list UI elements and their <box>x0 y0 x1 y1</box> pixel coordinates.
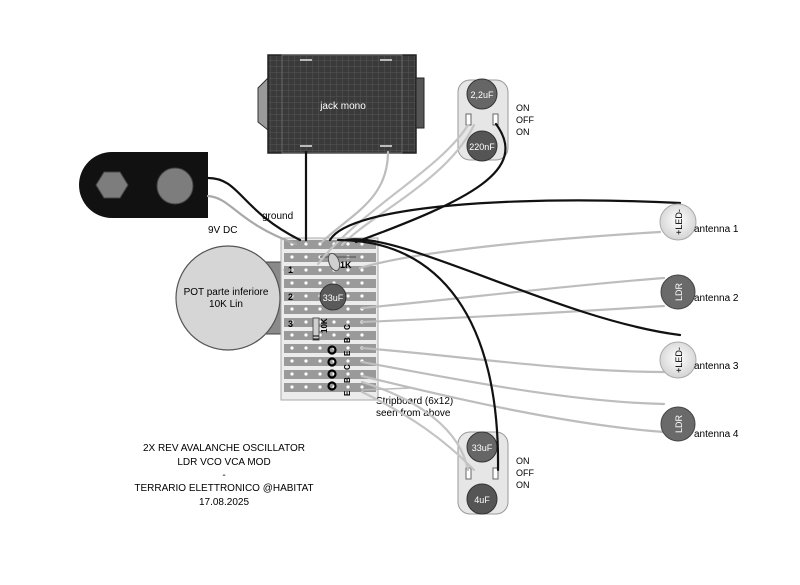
switch-bottom-cap2: 4uF <box>474 495 490 505</box>
antenna-4: LDR antenna 4 <box>660 406 739 442</box>
resistor-1k-label: 1K <box>340 260 352 270</box>
pot-pin-3: 3 <box>288 319 293 329</box>
antenna-2-part: LDR <box>674 283 684 302</box>
antenna-4-label: antenna 4 <box>694 429 739 440</box>
antenna-3-label: antenna 3 <box>694 361 739 372</box>
switch-top-pos-2: OFF <box>516 115 534 125</box>
transistor-2-pin-b: B <box>343 377 352 383</box>
switch-bottom-pos-1: ON <box>516 456 530 466</box>
stripboard-caption-2: seen from above <box>376 408 451 419</box>
antenna-3-part: +LED- <box>674 347 684 373</box>
transistor-2-pin-e: E <box>343 390 352 396</box>
title-line-5: 17.08.2025 <box>199 497 249 508</box>
strip-holes <box>290 242 364 389</box>
transistor-1-pin-e: E <box>343 350 352 356</box>
title-line-2: LDR VCO VCA MOD <box>177 457 270 468</box>
stripboard-caption-1: Stripboard (6x12) <box>376 396 453 407</box>
transistor-1-pin-c: C <box>343 324 352 330</box>
board-capacitor-label: 33uF <box>323 293 344 303</box>
antenna-2: LDR antenna 2 <box>660 274 739 310</box>
resistor-1k: 1K <box>320 252 356 272</box>
antenna-1-label: antenna 1 <box>694 224 739 235</box>
wires <box>206 122 682 472</box>
stripboard: 1 2 3 1K 33uF 10K C B E C B <box>280 237 453 419</box>
switch-bottom-pos-2: OFF <box>516 468 534 478</box>
jack-mono: jack mono <box>257 54 425 154</box>
switch-top-cap2: 220nF <box>469 142 495 152</box>
title-line-3: - <box>222 470 225 481</box>
transistor-2: C B E <box>343 364 352 396</box>
antenna-1-part: +LED- <box>674 209 684 235</box>
title-line-1: 2X REV AVALANCHE OSCILLATOR <box>143 443 305 454</box>
power-label: 9V DC <box>208 225 237 236</box>
switch-top-cap1: 2,2uF <box>470 90 494 100</box>
title-block: 2X REV AVALANCHE OSCILLATOR LDR VCO VCA … <box>134 443 313 508</box>
switch-top-pos-3: ON <box>516 127 530 137</box>
switch-top: 2,2uF 220nF ON OFF ON <box>457 78 534 162</box>
header-pins <box>327 345 337 391</box>
battery-connector: 9V DC <box>79 152 237 236</box>
transistor-1: C B E <box>343 324 352 356</box>
antenna-1: +LED- antenna 1 <box>659 203 739 241</box>
resistor-10k-label: 10K <box>320 318 329 333</box>
switch-bottom-cap1: 33uF <box>472 443 493 453</box>
antenna-3: +LED- antenna 3 <box>659 341 739 379</box>
pot-label-2: 10K Lin <box>209 299 243 310</box>
ground-label: ground <box>262 211 293 222</box>
resistor-10k: 10K <box>312 317 329 341</box>
jack-label: jack mono <box>319 101 366 112</box>
switch-bottom: 33uF 4uF ON OFF ON <box>457 431 534 515</box>
transistor-2-pin-c: C <box>343 364 352 370</box>
potentiometer: POT parte inferiore 10K Lin <box>175 245 285 351</box>
pot-pin-2: 2 <box>288 292 293 302</box>
title-line-4: TERRARIO ELETTRONICO @HABITAT <box>134 483 313 494</box>
transistor-1-pin-b: B <box>343 337 352 343</box>
board-capacitor-33uf: 33uF <box>319 283 347 311</box>
switch-bottom-pos-3: ON <box>516 480 530 490</box>
antenna-2-label: antenna 2 <box>694 293 739 304</box>
switch-top-pos-1: ON <box>516 103 530 113</box>
pot-label-1: POT parte inferiore <box>184 287 269 298</box>
antenna-4-part: LDR <box>674 415 684 434</box>
